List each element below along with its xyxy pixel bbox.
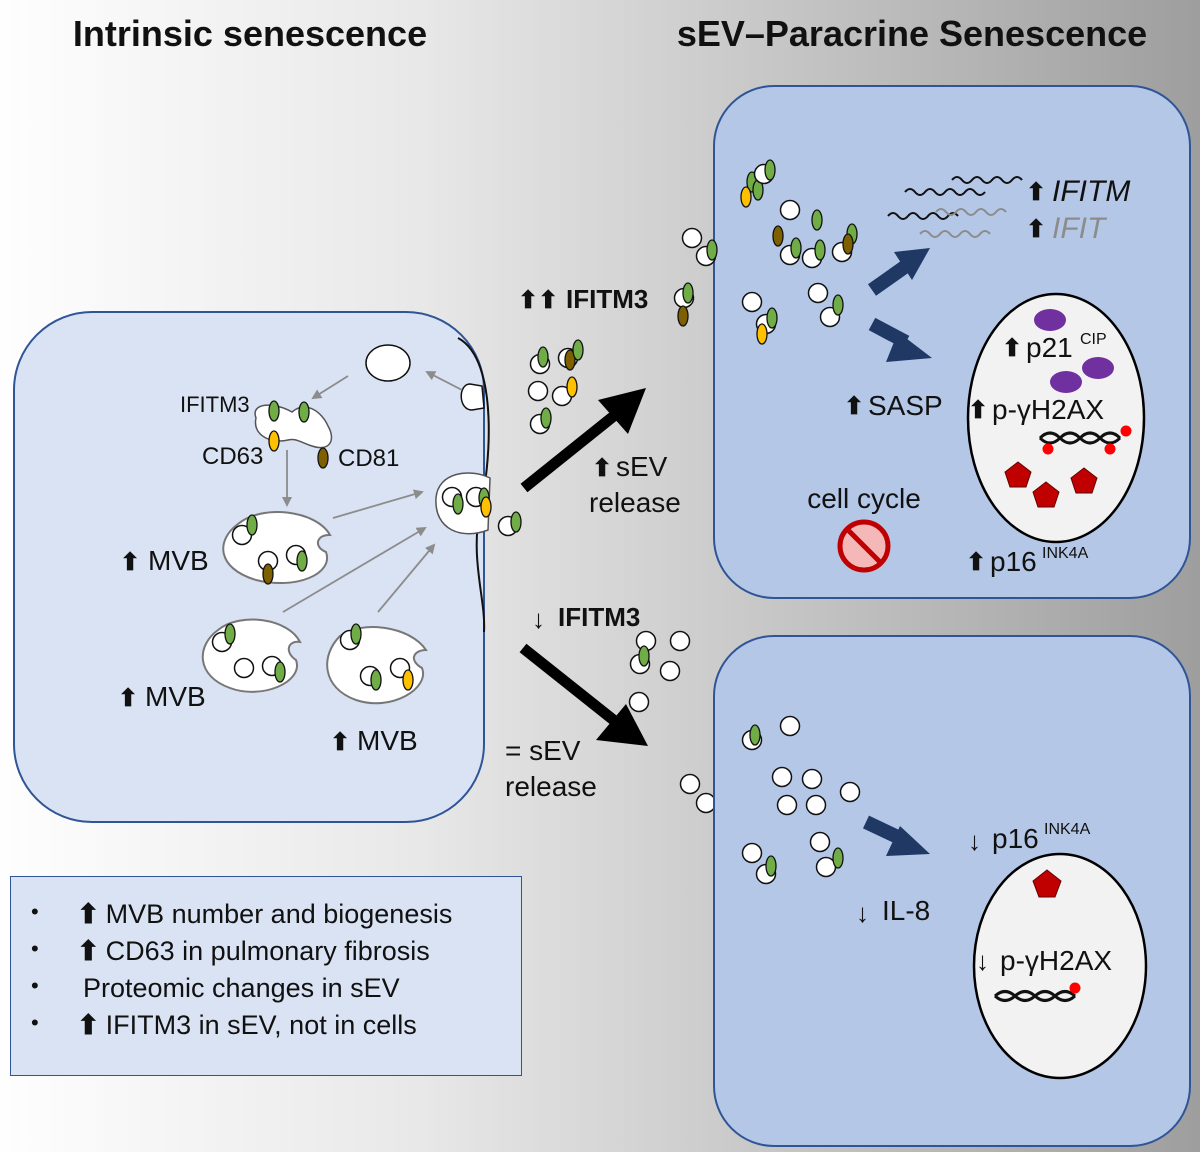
summary-list: •⬆MVB number and biogenesis •⬆CD63 in pu… bbox=[11, 877, 521, 1047]
up-arrow-icon: ⬆ bbox=[77, 1010, 100, 1040]
summary-box: •⬆MVB number and biogenesis •⬆CD63 in pu… bbox=[10, 876, 522, 1076]
p21-label: p21 bbox=[1026, 332, 1073, 363]
p16-protein bbox=[1032, 481, 1060, 508]
lower-release-arrow bbox=[519, 643, 648, 746]
blue-arrow-lower bbox=[863, 815, 930, 856]
p16-protein bbox=[1070, 467, 1098, 494]
p16-down-arrow: ↓ bbox=[968, 826, 981, 856]
summary-text: MVB number and biogenesis bbox=[105, 899, 453, 929]
cell-cycle-label: cell cycle bbox=[807, 483, 921, 514]
summary-item: • ⬆MVB number and biogenesis bbox=[11, 899, 521, 936]
summary-item: • ⬆CD63 in pulmonary fibrosis bbox=[11, 936, 521, 973]
cell-cycle-block-icon bbox=[837, 519, 891, 573]
free-vesicle bbox=[365, 344, 411, 382]
mvb-label-3: MVB bbox=[357, 725, 418, 756]
dna-strand bbox=[993, 990, 1077, 1002]
p16-down-superscript: INK4A bbox=[1044, 821, 1091, 838]
label-ifitm3: IFITM3 bbox=[180, 392, 250, 417]
dna-damage-foci bbox=[1069, 982, 1081, 994]
il8-label: IL-8 bbox=[882, 895, 930, 926]
dna-damage-foci bbox=[1104, 443, 1116, 455]
summary-item: • Proteomic changes in sEV bbox=[11, 973, 521, 1010]
p21-protein bbox=[1082, 357, 1114, 379]
lower-ifitm3-label: IFITM3 bbox=[558, 602, 640, 632]
sasp-label: SASP bbox=[868, 390, 943, 421]
dna-damage-foci bbox=[1120, 425, 1132, 437]
budding-vesicle bbox=[460, 383, 485, 411]
upper-release-text-1: sEV bbox=[616, 451, 668, 482]
mvb-label-2-arrow: ⬆ bbox=[118, 685, 138, 712]
p16-up-superscript: INK4A bbox=[1042, 545, 1089, 562]
p16-down-label: p16 bbox=[992, 823, 1039, 854]
upper-release-arrow bbox=[520, 388, 646, 493]
il8-arrow: ↓ bbox=[856, 898, 869, 928]
upper-release-text-2: release bbox=[589, 487, 681, 518]
dna-damage-foci bbox=[1042, 443, 1054, 455]
p16-up-label: p16 bbox=[990, 546, 1037, 577]
up-arrow-icon: ⬆ bbox=[77, 899, 100, 929]
label-cd81: CD81 bbox=[338, 445, 399, 472]
lower-release-text-1: = sEV bbox=[505, 735, 581, 766]
bullet-dot: • bbox=[31, 936, 39, 961]
mvb-2 bbox=[201, 618, 302, 693]
mvb-label-3-arrow: ⬆ bbox=[330, 729, 350, 756]
pgh2ax-label: p-γH2AX bbox=[992, 394, 1104, 425]
p21-protein bbox=[1050, 371, 1082, 393]
summary-item: • ⬆IFITM3 in sEV, not in cells bbox=[11, 1010, 521, 1047]
summary-text: IFITM3 in sEV, not in cells bbox=[105, 1010, 417, 1040]
sasp-arrow: ⬆ bbox=[844, 393, 864, 420]
dna-strand bbox=[1038, 431, 1122, 445]
mvb-label-1-arrow: ⬆ bbox=[120, 549, 140, 576]
p21-protein bbox=[1034, 309, 1066, 331]
gene-ifitm: IFITM bbox=[1052, 175, 1130, 208]
mvb-label-1: MVB bbox=[148, 545, 209, 576]
summary-text: CD63 in pulmonary fibrosis bbox=[105, 936, 430, 966]
gene-ifit-arrow: ⬆ bbox=[1026, 216, 1046, 243]
pgh2ax-down-label: p-γH2AX bbox=[1000, 945, 1112, 976]
summary-text: Proteomic changes in sEV bbox=[83, 973, 400, 1003]
pgh2ax-arrow: ⬆ bbox=[968, 397, 988, 424]
upper-ifitm3-arrows: ⬆⬆ bbox=[518, 287, 558, 314]
label-cd63: CD63 bbox=[202, 443, 263, 470]
bullet-dot: • bbox=[31, 1010, 39, 1035]
bullet-dot: • bbox=[31, 899, 39, 924]
mvb-1 bbox=[222, 511, 332, 584]
upper-ifitm3-label: IFITM3 bbox=[566, 284, 648, 314]
up-arrow-icon: ⬆ bbox=[77, 936, 100, 966]
trafficking-arrows bbox=[282, 371, 463, 613]
p21-superscript: CIP bbox=[1080, 331, 1107, 348]
blue-arrows-upper bbox=[867, 248, 932, 362]
lower-release-text-2: release bbox=[505, 771, 597, 802]
lower-nucleus bbox=[972, 852, 1148, 1080]
pgh2ax-down-arrow: ↓ bbox=[976, 946, 989, 976]
mvb-label-2: MVB bbox=[145, 681, 206, 712]
p16-protein bbox=[1004, 461, 1032, 488]
title-paracrine: sEV–Paracrine Senescence bbox=[677, 13, 1147, 54]
mrna-squiggles bbox=[887, 176, 1023, 238]
p16-up-arrow: ⬆ bbox=[966, 549, 986, 576]
lower-ifitm3-arrow: ↓ bbox=[532, 604, 545, 634]
p21-arrow: ⬆ bbox=[1002, 335, 1022, 362]
title-intrinsic: Intrinsic senescence bbox=[73, 13, 427, 54]
p16-protein bbox=[1032, 869, 1062, 898]
bullet-dot: • bbox=[31, 973, 39, 998]
gene-ifitm-arrow: ⬆ bbox=[1026, 179, 1046, 206]
upper-release-arrow-glyph: ⬆ bbox=[592, 455, 612, 482]
gene-ifit: IFIT bbox=[1052, 212, 1108, 245]
